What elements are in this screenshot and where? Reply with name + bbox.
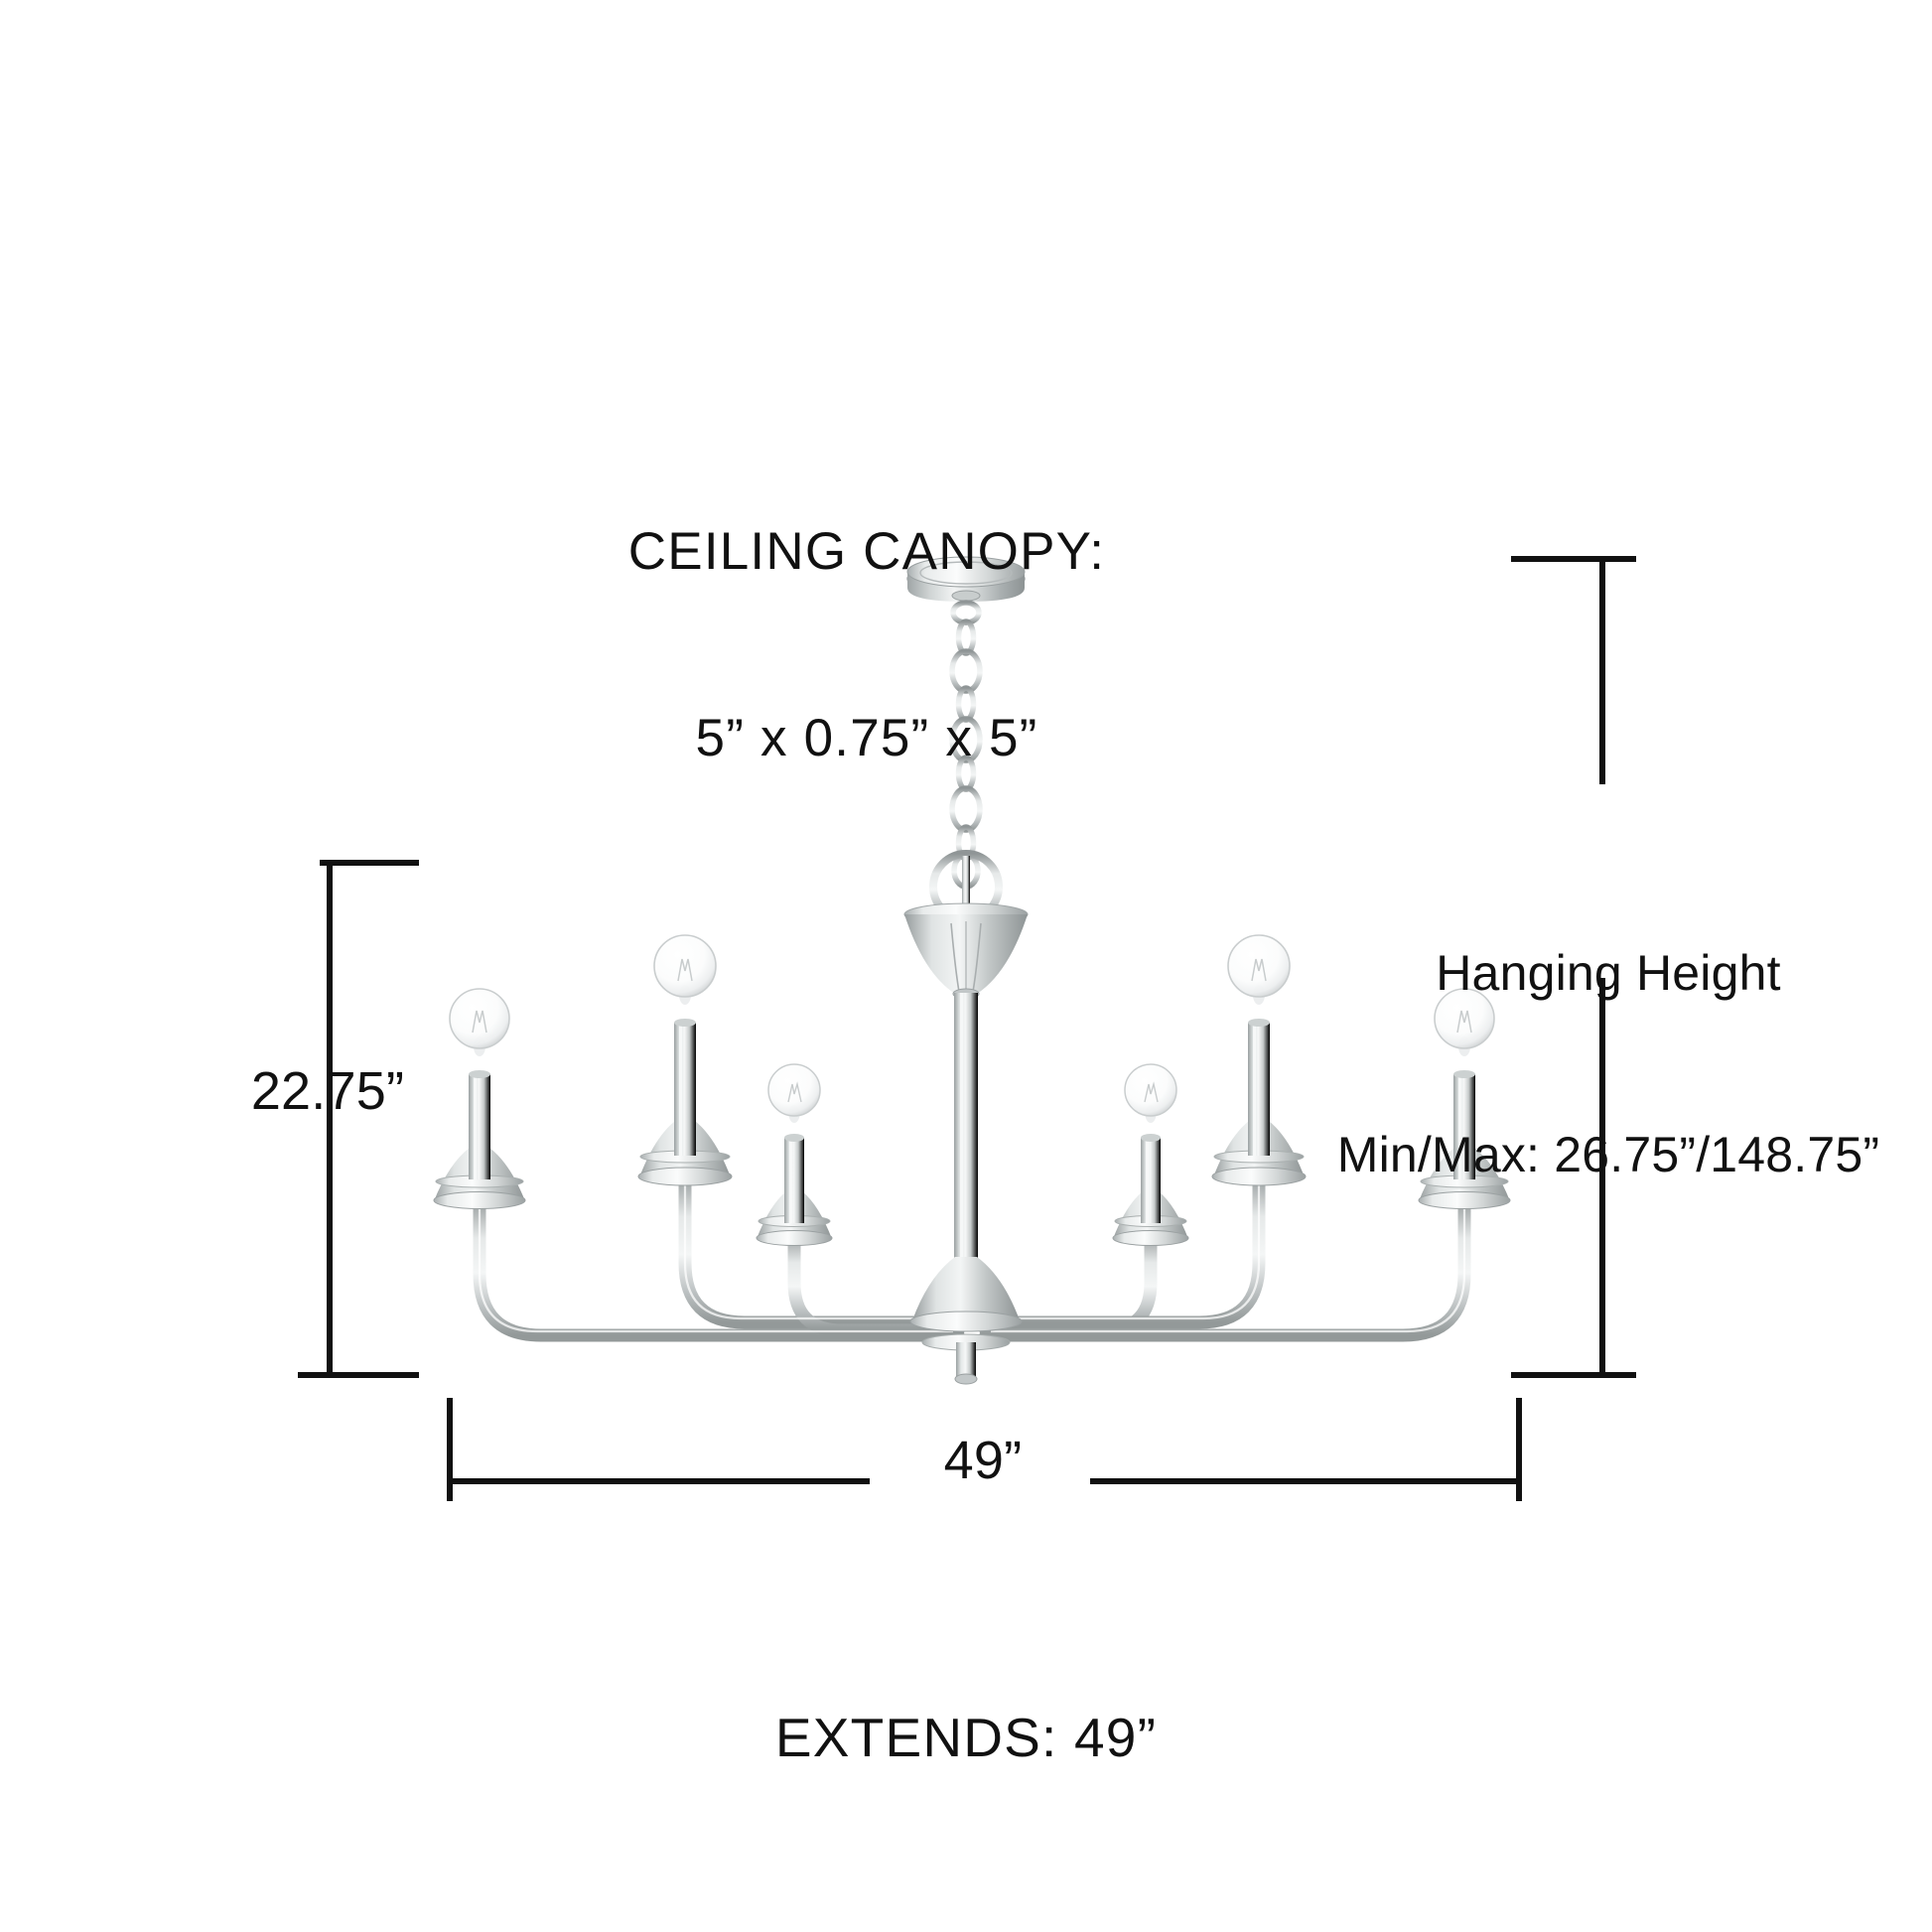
bulb-4	[1124, 1063, 1177, 1123]
canopy-label-line1: CEILING CANOPY:	[627, 522, 1106, 582]
hanging-label-line1: Hanging Height	[1436, 945, 1781, 1001]
fixture-width-label: 49”	[943, 1431, 1023, 1490]
center-hub	[909, 1257, 1023, 1385]
light-arm-1	[433, 988, 526, 1209]
top-finial	[903, 902, 1029, 1000]
bulb-2	[653, 934, 717, 1005]
extends-label: EXTENDS: 49”	[774, 1707, 1158, 1768]
ceiling-canopy-label: CEILING CANOPY: 5” x 0.75” x 5”	[470, 397, 1264, 894]
ceiling-canopy	[906, 556, 1026, 602]
hanging-label-line2: Min/Max: 26.75”/148.75”	[1336, 1127, 1880, 1182]
light-arm-3	[756, 1063, 833, 1246]
bulb-5	[1227, 934, 1291, 1005]
hanging-chain	[949, 600, 983, 890]
fixture-height-label: 22.75”	[250, 1061, 405, 1121]
light-arm-6	[1418, 988, 1511, 1209]
light-arm-2	[637, 934, 733, 1186]
light-arm-4	[1112, 1063, 1189, 1246]
arm-highlight	[478, 1176, 1466, 1333]
bulb-3	[767, 1063, 821, 1123]
hanging-height-label: Hanging Height Min/Max: 26.75”/148.75”	[1281, 822, 1932, 1307]
bulb-6	[1434, 988, 1495, 1056]
light-arm-5	[1211, 934, 1307, 1186]
canopy-label-line2: 5” x 0.75” x 5”	[695, 708, 1038, 767]
bulb-1	[449, 988, 510, 1056]
